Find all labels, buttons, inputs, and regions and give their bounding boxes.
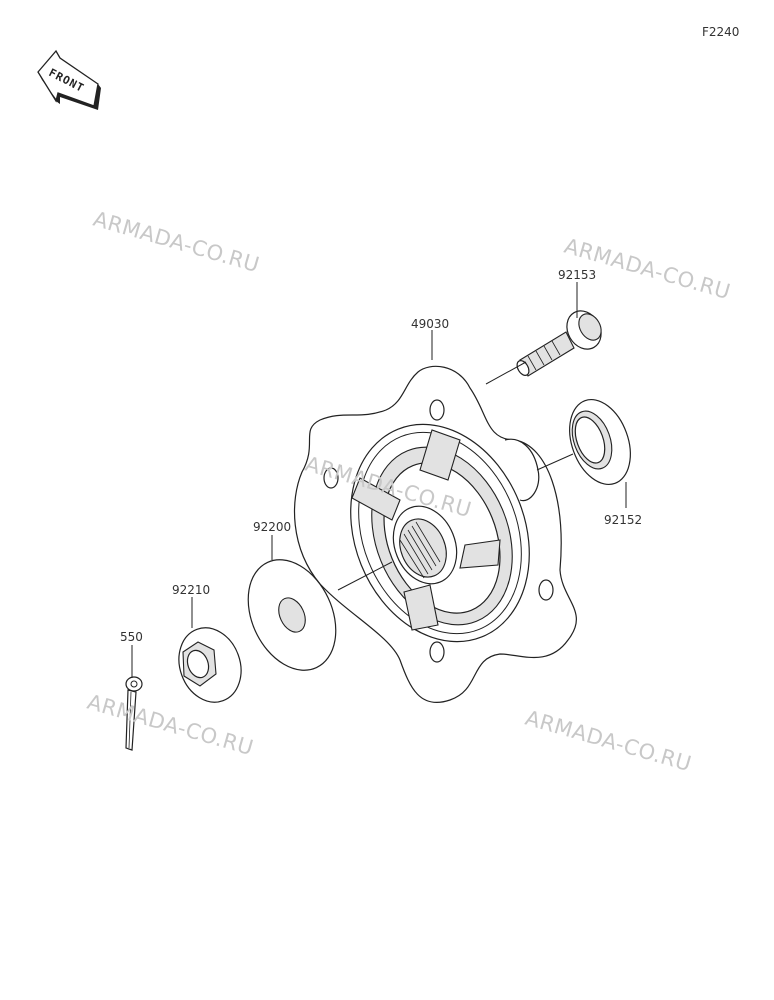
part-label-92152: 92152	[604, 513, 642, 527]
part-label-49030: 49030	[411, 317, 449, 331]
hub-49030	[293, 365, 577, 703]
seal-92152	[569, 398, 631, 486]
bolt-hole	[429, 399, 445, 421]
figure-code: F2240	[702, 25, 739, 39]
watermark: ARMADA-CO.RU	[523, 706, 695, 776]
stud-92153	[516, 310, 602, 377]
watermark: ARMADA-CO.RU	[85, 690, 257, 760]
part-label-92210: 92210	[172, 583, 210, 597]
bolt-hole	[429, 641, 445, 663]
watermark: ARMADA-CO.RU	[91, 207, 263, 277]
part-label-92153: 92153	[558, 268, 596, 282]
bolt-hole	[538, 579, 554, 601]
front-arrow-icon: FRONT	[37, 49, 101, 110]
nut-92210	[178, 627, 242, 703]
cotter-pin-550	[125, 676, 143, 751]
washer-92200	[247, 559, 337, 671]
part-label-550: 550	[120, 630, 143, 644]
part-label-92200: 92200	[253, 520, 291, 534]
bolt-hole	[323, 467, 339, 489]
leader-lines	[131, 282, 627, 678]
